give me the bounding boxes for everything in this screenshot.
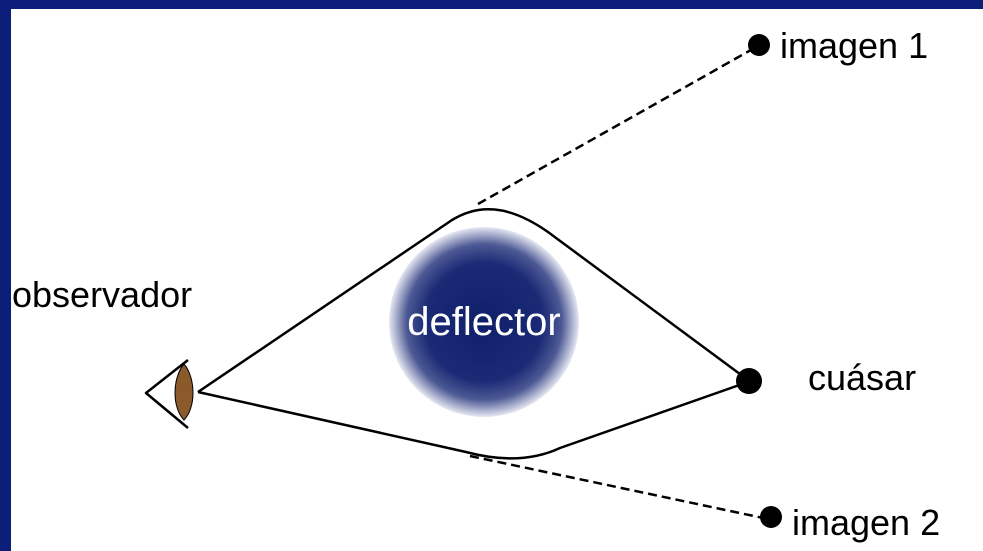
sightline-image-2: [469, 454, 769, 521]
eye-icon: [144, 359, 194, 429]
light-path-upper: [197, 207, 749, 394]
light-path-lower: [197, 380, 749, 460]
deflector-mass: [389, 227, 579, 417]
image-2-dot: [760, 506, 782, 528]
image-1-label: imagen 1: [780, 25, 928, 66]
observer-label: observador: [12, 274, 192, 315]
quasar-dot: [736, 368, 762, 394]
quasar-label: cuásar: [808, 357, 916, 398]
sightline-image-1: [477, 44, 759, 206]
image-1-dot: [748, 34, 770, 56]
deflector-label: deflector: [407, 300, 560, 344]
image-2-label: imagen 2: [792, 502, 940, 543]
